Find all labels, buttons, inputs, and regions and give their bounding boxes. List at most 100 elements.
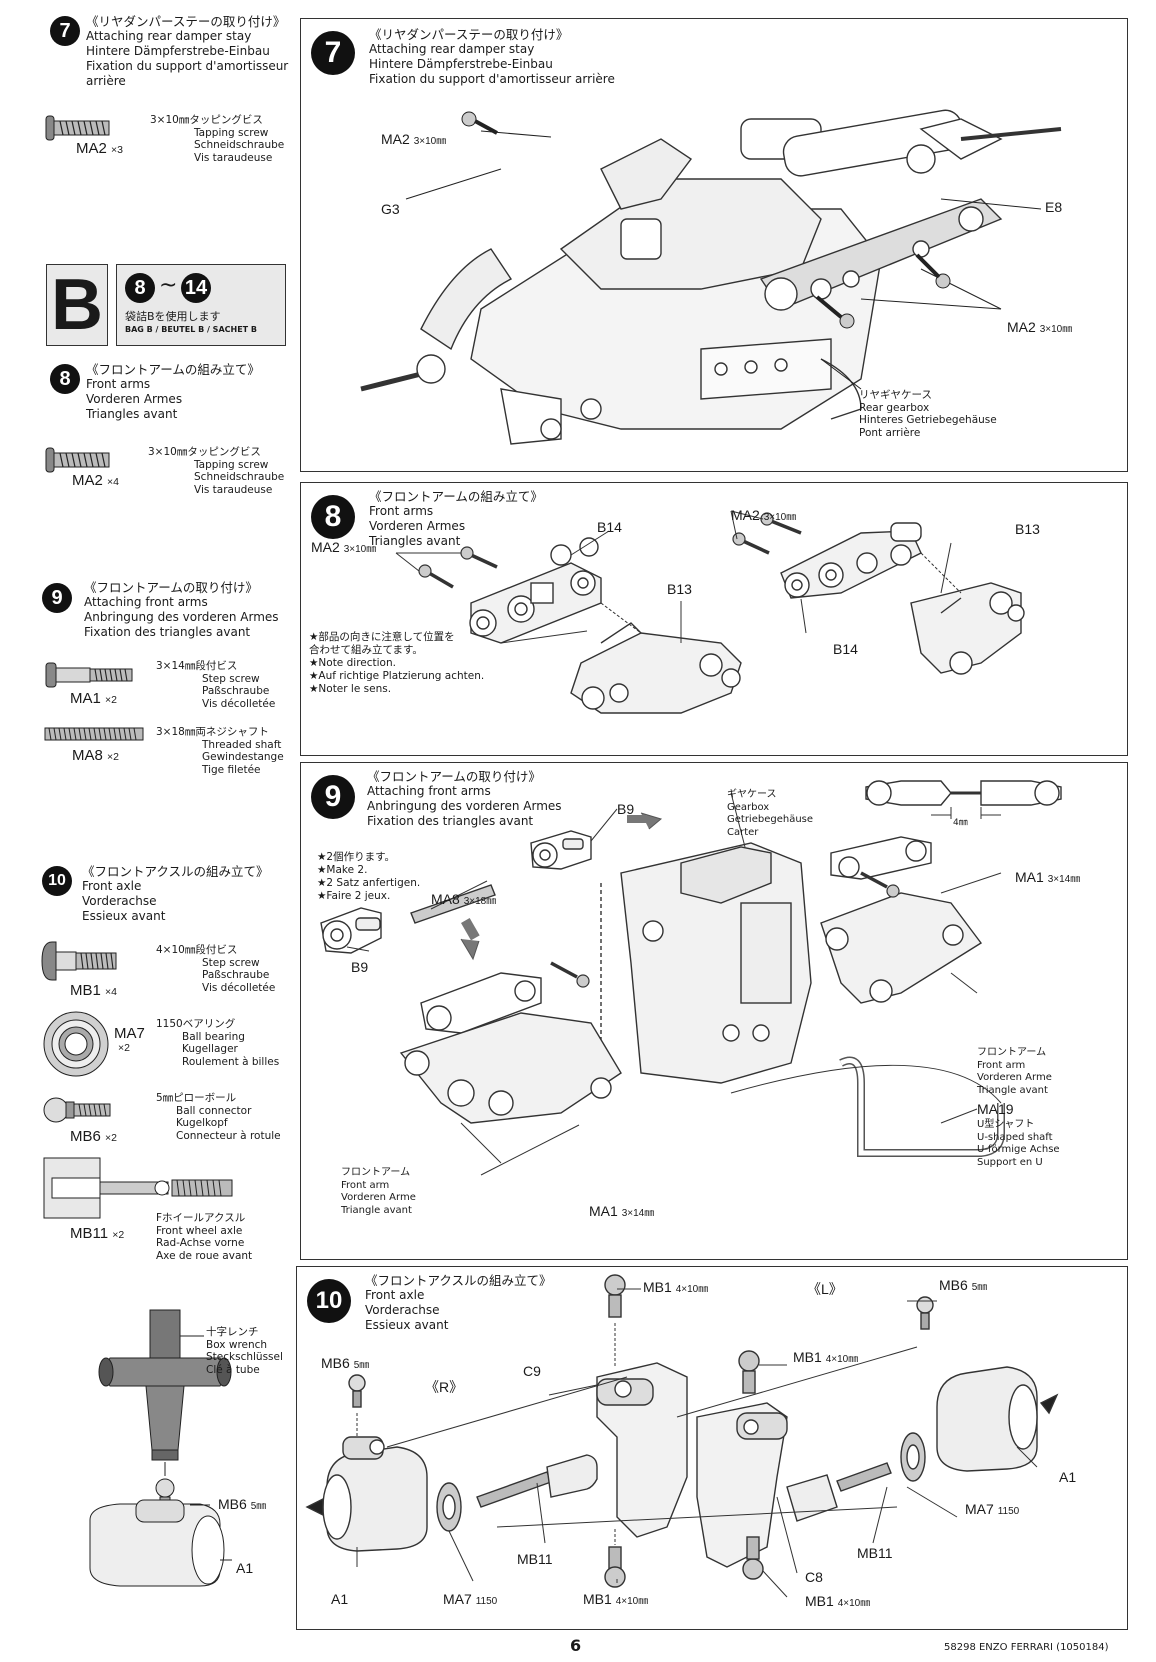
mb11-label-l: MB11 xyxy=(857,1545,893,1561)
step-8-badge: 8 xyxy=(50,364,80,394)
front-arm-installation-drawing xyxy=(320,780,1062,1176)
de-title: Vorderachse xyxy=(365,1303,440,1317)
threaded-shaft-icon xyxy=(44,727,144,741)
fr: Tige filetée xyxy=(202,763,261,776)
ma2-label-upper: MA2 3×10㎜ xyxy=(381,131,446,147)
ball-connector-icon xyxy=(43,1097,111,1123)
fr: Carter xyxy=(727,826,759,838)
code: MA2 xyxy=(731,507,760,523)
mb6-label: MB6 5㎜ xyxy=(218,1496,266,1512)
mb1-label-top-r: MB1 4×10㎜ xyxy=(643,1279,708,1295)
side-r-label: 《R》 xyxy=(425,1379,464,1395)
jp-title: 《リヤダンパーステーの取り付け》 xyxy=(369,27,569,42)
jp: フロントアーム xyxy=(341,1167,411,1178)
fr-title: Fixation des triangles avant xyxy=(84,625,251,639)
jp-title: 《フロントアクスルの組み立て》 xyxy=(365,1273,552,1288)
en: Gearbox xyxy=(727,801,770,813)
mb6-label-l: MB6 5㎜ xyxy=(939,1277,987,1293)
code: MA2 xyxy=(76,140,107,157)
code: MA2 xyxy=(381,131,410,147)
part-mb11-code: MB11 ×2 xyxy=(70,1225,124,1242)
jp: フロントアーム xyxy=(977,1047,1047,1058)
step-10-panel: 10 《フロントアクスルの組み立て》 Front axle Vorderachs… xyxy=(296,1266,1128,1630)
fr: Support en U xyxy=(977,1156,1043,1168)
qty: ×2 xyxy=(105,1132,117,1144)
fr-title: Fixation du support d'amortisseur xyxy=(86,59,289,73)
en: Tapping screw xyxy=(194,126,269,139)
fr: Roulement à billes xyxy=(182,1055,280,1068)
fr-title: Fixation des triangles avant xyxy=(367,814,534,828)
a1-label-l: A1 xyxy=(1059,1469,1077,1485)
de: Kugellager xyxy=(182,1043,238,1055)
fr-title: Essieux avant xyxy=(365,1318,449,1332)
de: Kugelkopf xyxy=(176,1117,228,1129)
fr: Vis taraudeuse xyxy=(194,151,273,164)
step-10-badge: 10 xyxy=(42,866,72,896)
size: 5㎜ xyxy=(971,1282,988,1293)
de-title: Anbringung des vorderen Armes xyxy=(84,610,279,624)
code: MB1 xyxy=(643,1279,672,1295)
c8-label: C8 xyxy=(805,1569,823,1585)
part-ma8-code: MA8 ×2 xyxy=(72,747,119,764)
ma19-label: MA19 xyxy=(977,1101,1014,1117)
step-7-panel-title: 《リヤダンパーステーの取り付け》 Attaching rear damper s… xyxy=(369,27,615,87)
ma7-label-l: MA7 1150 xyxy=(965,1501,1019,1517)
part-ma1-desc: 3×14㎜段付ビス Step screw Paßschraube Vis déc… xyxy=(156,660,275,710)
b9-label-lower: B9 xyxy=(351,959,369,975)
de: ★2 Satz anfertigen. xyxy=(317,877,421,889)
ma2-label-right: MA2 3×10㎜ xyxy=(731,507,796,523)
fr: Vis décolletée xyxy=(202,981,276,994)
fr-title: Triangles avant xyxy=(86,407,178,421)
de: Paßschraube xyxy=(202,969,270,981)
code: MB6 xyxy=(939,1277,968,1293)
g3-label: G3 xyxy=(381,201,400,217)
de: Hinteres Getriebegehäuse xyxy=(859,414,997,426)
front-axle-assembly-drawing xyxy=(305,1274,1059,1598)
part-mb6-desc: 5㎜ピローボール Ball connector Kugelkopf Connec… xyxy=(156,1092,281,1142)
de-title: Hintere Dämpferstrebe-Einbau xyxy=(369,57,553,71)
part-ma7-desc: 1150ベアリング Ball bearing Kugellager Roulem… xyxy=(156,1018,279,1068)
u-shaft-label: U型シャフト U-shaped shaft U-förmige Achse Su… xyxy=(977,1119,1060,1169)
direction-note: ★部品の向きに注意して位置を 合わせて組み立てます。 ★Note directi… xyxy=(309,631,484,696)
jp: ★2個作ります。 xyxy=(317,851,396,863)
fr: Pont arrière xyxy=(859,426,921,439)
step-10-panel-title: 《フロントアクスルの組み立て》 Front axle Vorderachse E… xyxy=(365,1273,552,1333)
fr-title: Triangles avant xyxy=(369,534,461,548)
en: Rear gearbox xyxy=(859,401,930,414)
jp-title: 《フロントアクスルの組み立て》 xyxy=(82,864,269,879)
de-title: Vorderen Armes xyxy=(86,392,183,406)
ma2-label-lower: MA2 3×10㎜ xyxy=(1007,319,1072,335)
part-ma7-code: MA7 ×2 xyxy=(114,1025,145,1054)
de-title: Hintere Dämpferstrebe-Einbau xyxy=(86,44,270,58)
tilde: ~ xyxy=(159,273,178,298)
step-7-panel-badge: 7 xyxy=(311,31,355,75)
en: ★Note direction. xyxy=(309,657,396,669)
step-9-panel: 9 《フロントアームの取り付け》 Attaching front arms An… xyxy=(300,762,1128,1260)
fr-title: Essieux avant xyxy=(82,909,166,923)
tapping-screw-icon xyxy=(45,447,110,473)
code: MA8 xyxy=(72,747,103,764)
jp: 5㎜ピローボール xyxy=(156,1092,237,1104)
jp: Fホイールアクスル xyxy=(156,1212,246,1224)
part-mb6-code: MB6 ×2 xyxy=(70,1128,117,1145)
a1-label-r: A1 xyxy=(331,1591,349,1607)
code: MB1 xyxy=(805,1593,834,1609)
jp-title: 《フロントアームの取り付け》 xyxy=(367,769,541,784)
jp: ギヤケース xyxy=(727,789,777,800)
jp: 十字レンチ xyxy=(206,1326,259,1338)
fr: Vis décolletée xyxy=(202,697,276,710)
step-7-leader-lines xyxy=(405,130,1042,390)
fr: Axe de roue avant xyxy=(156,1249,253,1262)
jp-title: 《フロントアームの取り付け》 xyxy=(84,580,258,595)
code: MA7 xyxy=(114,1025,145,1042)
part-ma2-desc: 3×10㎜タッピングビス Tapping screw Schneidschrau… xyxy=(150,114,284,164)
en-title: Front arms xyxy=(86,377,151,391)
step-9-badge: 9 xyxy=(42,583,72,613)
mb6-label-r: MB6 5㎜ xyxy=(321,1355,369,1371)
code: MB6 xyxy=(321,1355,350,1371)
fr: ★Faire 2 jeux. xyxy=(317,890,391,902)
size: 3×14㎜ xyxy=(621,1208,655,1219)
en: Ball bearing xyxy=(182,1030,245,1043)
code: MA7 xyxy=(965,1501,994,1517)
de-title: Vorderachse xyxy=(82,894,157,908)
